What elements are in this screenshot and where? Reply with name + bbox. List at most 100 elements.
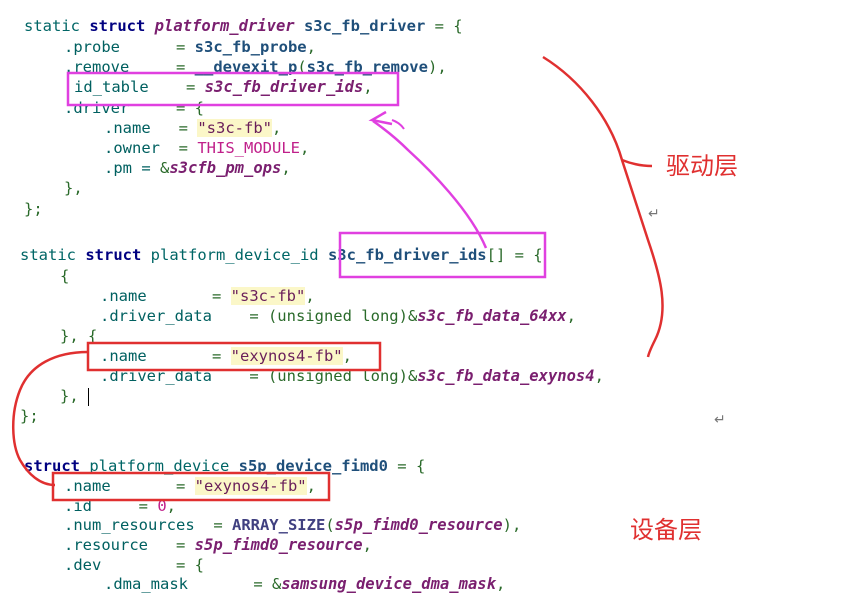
code-token: = {	[175, 556, 204, 574]
code-token: ,	[342, 347, 352, 365]
code-line[interactable]: .driver = {	[64, 98, 204, 118]
code-token: =	[138, 497, 158, 515]
code-token: .probe	[64, 38, 176, 56]
code-token: = {	[175, 99, 204, 117]
code-token: }, {	[60, 327, 98, 345]
driver-layer-label: 驱动层	[666, 152, 738, 180]
code-token: struct	[85, 246, 151, 264]
code-line[interactable]: .name = "exynos4-fb",	[64, 476, 316, 496]
match-arrow-head	[368, 110, 393, 126]
text-cursor	[88, 387, 89, 406]
code-line[interactable]: .dma_mask = &samsung_device_dma_mask,	[104, 574, 505, 594]
code-line[interactable]: static struct platform_device_id s3c_fb_…	[20, 245, 543, 265]
code-token: =	[178, 119, 198, 137]
code-token: =	[175, 536, 195, 554]
code-line[interactable]: .name = "exynos4-fb",	[100, 346, 352, 366]
code-token: ,	[566, 307, 576, 325]
code-token: .driver_data	[100, 367, 250, 385]
code-token: s3cfb_pm_ops	[169, 159, 282, 177]
code-token: =	[213, 516, 232, 534]
code-line[interactable]: .resource = s5p_fimd0_resource,	[64, 535, 372, 555]
code-token: ,	[305, 287, 315, 305]
code-token: static	[20, 246, 86, 264]
code-token: .name	[100, 287, 212, 305]
code-line[interactable]: .driver_data = (unsigned long)&s3c_fb_da…	[100, 306, 576, 326]
code-token: },	[64, 179, 83, 197]
code-line[interactable]: .dev = {	[64, 555, 204, 575]
code-line[interactable]: struct platform_device s5p_device_fimd0 …	[24, 456, 425, 476]
code-line[interactable]: };	[20, 406, 39, 426]
code-token: =	[185, 78, 205, 96]
code-token: s5p_fimd0_resource	[334, 516, 503, 534]
driver-ids-highlight-box	[338, 231, 547, 279]
code-token: s3c_fb_driver_ids	[327, 246, 487, 264]
code-line[interactable]: .remove = __devexit_p(s3c_fb_remove),	[64, 57, 447, 77]
code-line[interactable]: .name = "s3c-fb",	[104, 118, 281, 138]
code-token: "exynos4-fb"	[230, 347, 343, 365]
code-line[interactable]: },	[64, 178, 83, 198]
code-token: .name	[104, 119, 179, 137]
name-match-curve	[12, 350, 89, 487]
code-token: [] = {	[486, 246, 543, 264]
code-token: .owner	[104, 139, 179, 157]
match-arrow	[372, 119, 488, 249]
code-token: ),	[427, 58, 447, 76]
code-token: ,	[594, 367, 604, 385]
code-line[interactable]: {	[60, 266, 69, 286]
driver-name-highlight-box	[86, 341, 382, 372]
code-token: s5p_fimd0_resource	[194, 536, 363, 554]
code-token: "s3c-fb"	[230, 287, 306, 305]
code-line[interactable]: .num_resources = ARRAY_SIZE(s5p_fimd0_re…	[64, 515, 521, 535]
code-token: .pm =	[104, 159, 160, 177]
code-token: =	[175, 477, 195, 495]
code-line[interactable]: }, {	[60, 326, 97, 346]
code-line[interactable]: };	[24, 199, 43, 219]
code-line[interactable]: },	[60, 386, 89, 406]
code-token: struct	[89, 17, 155, 35]
code-token: ,	[306, 38, 316, 56]
code-token: ,	[271, 119, 282, 137]
code-token: .resource	[64, 536, 176, 554]
code-token: =	[211, 347, 231, 365]
code-token: =	[175, 38, 195, 56]
code-token: platform_device	[89, 457, 239, 475]
line-break-marker: ↵	[648, 206, 660, 222]
code-line[interactable]: static struct platform_driver s3c_fb_dri…	[24, 16, 463, 36]
code-token: ,	[362, 536, 372, 554]
code-token: .name	[100, 347, 212, 365]
code-line[interactable]: .name = "s3c-fb",	[100, 286, 315, 306]
code-token: samsung_device_dma_mask	[281, 575, 496, 593]
code-token: = &	[253, 575, 282, 593]
code-line[interactable]: .owner = THIS_MODULE,	[104, 138, 309, 158]
code-line[interactable]: .id = 0,	[64, 496, 176, 516]
code-line[interactable]: .probe = s3c_fb_probe,	[64, 37, 316, 57]
line-break-marker: ↵	[714, 412, 726, 428]
code-token: s3c_fb_driver_ids	[204, 78, 364, 96]
code-token: ,	[166, 497, 177, 515]
id-table-highlight-box	[66, 71, 400, 107]
code-token: = {	[387, 457, 426, 475]
code-token: .remove	[64, 58, 176, 76]
code-token: s3c_fb_data_64xx	[417, 307, 567, 325]
code-line[interactable]: .pm = &s3cfb_pm_ops,	[104, 158, 291, 178]
code-token: s3c_fb_probe	[194, 38, 307, 56]
code-token: .name	[64, 477, 176, 495]
code-line[interactable]: id_table = s3c_fb_driver_ids,	[74, 77, 373, 97]
code-line[interactable]: .driver_data = (unsigned long)&s3c_fb_da…	[100, 366, 604, 386]
code-token: &	[160, 159, 170, 177]
code-token: platform_device_id	[150, 246, 328, 264]
code-token: s3c_fb_remove	[306, 58, 428, 76]
code-token: ,	[281, 159, 291, 177]
code-token: .dev	[64, 556, 176, 574]
code-token: "s3c-fb"	[197, 119, 272, 137]
code-token: .dma_mask	[104, 575, 254, 593]
code-token: (	[325, 516, 335, 534]
code-token: (	[297, 58, 307, 76]
code-token: },	[60, 387, 88, 405]
driver-layer-brace	[542, 55, 664, 358]
code-token: ),	[502, 516, 522, 534]
code-token: =	[175, 58, 195, 76]
code-token: = (unsigned long)&	[249, 367, 418, 385]
